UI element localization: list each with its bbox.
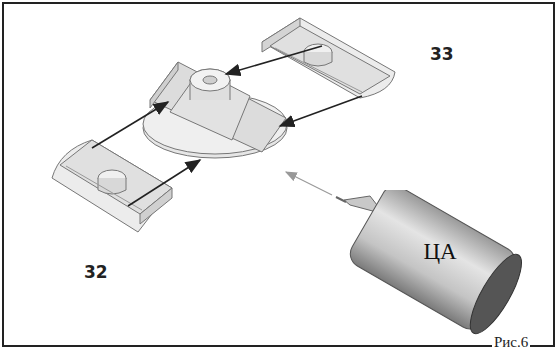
callout-number: 33 [430,44,454,64]
bottle-label: ЦА [423,239,456,265]
figure-number: Рис.6 [492,334,530,351]
callout-number: 32 [84,262,108,282]
glue-bottle: ЦА [345,190,530,335]
